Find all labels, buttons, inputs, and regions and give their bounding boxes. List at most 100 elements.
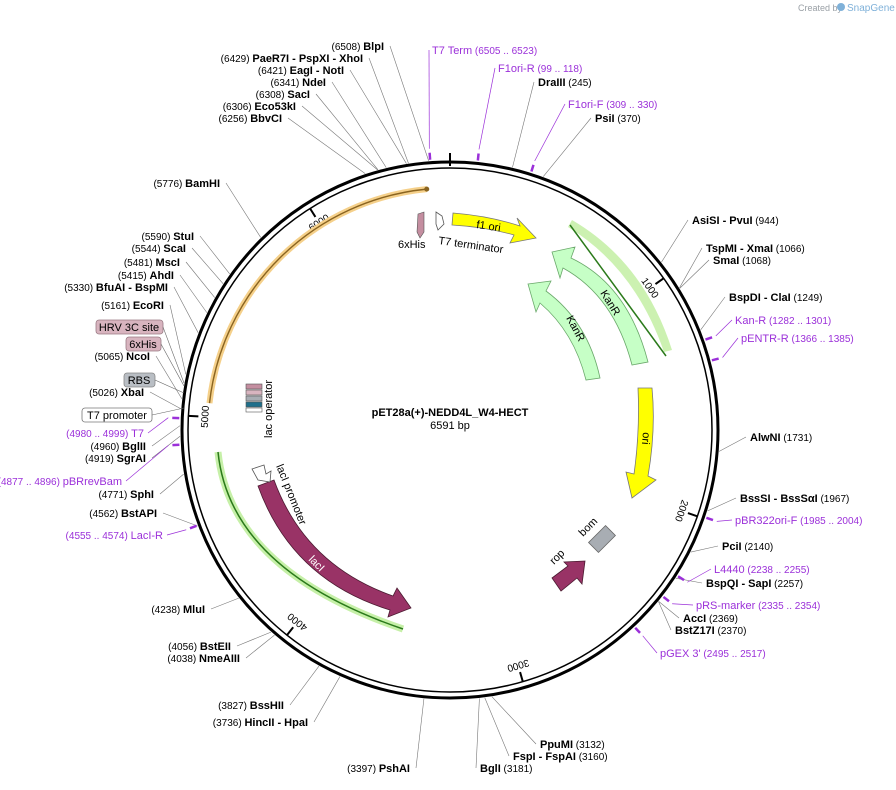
primer-label[interactable]: (4980 .. 4999) T7: [66, 428, 144, 440]
site-name: BamHI: [185, 178, 220, 190]
his-tag-arrow-top[interactable]: [416, 211, 425, 239]
primer-mark[interactable]: [428, 152, 432, 160]
his-tag-leader: [160, 343, 185, 387]
primer-name: L4440: [714, 564, 745, 576]
restriction-site-label[interactable]: (4960) BglII: [90, 441, 146, 453]
restriction-site-label[interactable]: (6308) SacI: [256, 89, 310, 101]
primer-label[interactable]: Kan-R (1282 .. 1301): [735, 315, 831, 327]
site-leader: [707, 497, 737, 512]
primer-label[interactable]: (4877 .. 4896) pBRrevBam: [0, 476, 122, 488]
restriction-site-label[interactable]: AsiSI - PvuI (944): [692, 215, 779, 227]
his-tag-box-label: 6xHis: [129, 339, 157, 351]
restriction-site-label[interactable]: (4038) NmeAIII: [167, 653, 240, 665]
restriction-site-label[interactable]: (3397) PshAI: [347, 763, 410, 775]
primer-mark[interactable]: [476, 153, 480, 161]
hrv-3c-leader: [162, 326, 185, 384]
restriction-site-label[interactable]: (5065) NcoI: [94, 351, 150, 363]
restriction-site-label[interactable]: (6256) BbvCI: [219, 113, 282, 125]
restriction-site-label[interactable]: (4919) SgrAI: [85, 453, 146, 465]
restriction-site-label[interactable]: SmaI (1068): [713, 255, 771, 267]
restriction-site-label[interactable]: (5481) MscI: [124, 257, 180, 269]
site-labels: (6508) BlpI(6429) PaeR7I - PspXI - XhoI(…: [64, 41, 849, 775]
site-name: MluI: [183, 604, 205, 616]
restriction-site-label[interactable]: BssSI - BssSαI (1967): [740, 493, 849, 505]
restriction-site-label[interactable]: (5161) EcoRI: [101, 300, 164, 312]
site-leader: [289, 665, 320, 706]
primer-label[interactable]: F1ori-R (99 .. 118): [498, 63, 582, 75]
site-leader: [313, 676, 341, 723]
laci-promoter-arrow[interactable]: [251, 464, 272, 483]
primer-range: (1985 .. 2004): [797, 516, 862, 527]
site-position: (1967): [818, 494, 850, 505]
kanr-arrow-outer[interactable]: [551, 246, 649, 366]
restriction-site-label[interactable]: TspMI - XmaI (1066): [706, 243, 805, 255]
restriction-site-label[interactable]: (5330) BfuAI - BspMI: [64, 282, 168, 294]
restriction-site-label[interactable]: (5544) ScaI: [132, 243, 186, 255]
restriction-site-label[interactable]: (3736) HincII - HpaI: [213, 717, 308, 729]
restriction-site-label[interactable]: PsiI (370): [595, 113, 641, 125]
site-leader: [287, 117, 366, 174]
primer-label[interactable]: pBR322ori-F (1985 .. 2004): [735, 515, 862, 527]
site-leader: [658, 601, 680, 619]
restriction-site-label[interactable]: (4771) SphI: [98, 489, 154, 501]
bom-box[interactable]: [587, 524, 617, 554]
site-position: (3736): [213, 718, 245, 729]
primer-name: pRS-marker: [696, 600, 756, 612]
rop-arrow[interactable]: [551, 560, 586, 592]
insert-orf-line[interactable]: [208, 188, 427, 404]
site-name: AsiSI - PvuI: [692, 215, 753, 227]
tick-mark: [687, 512, 698, 518]
restriction-site-label[interactable]: (5415) AhdI: [118, 270, 174, 282]
site-name: PaeR7I - PspXI - XhoI: [252, 53, 363, 65]
primer-label[interactable]: F1ori-F (309 .. 330): [568, 99, 657, 111]
primer-label[interactable]: T7 Term (6505 .. 6523): [432, 45, 537, 57]
primer-range: (2495 .. 2517): [701, 649, 766, 660]
restriction-site-label[interactable]: (6306) Eco53kI: [223, 101, 296, 113]
restriction-site-label[interactable]: (4562) BstAPI: [89, 508, 157, 520]
primer-label[interactable]: pENTR-R (1366 .. 1385): [741, 333, 854, 345]
primer-name: F1ori-F: [568, 99, 604, 111]
restriction-site-label[interactable]: BspDI - ClaI (1249): [729, 292, 822, 304]
restriction-site-label[interactable]: (6508) BlpI: [332, 41, 384, 53]
restriction-site-label[interactable]: BglI (3181): [480, 763, 532, 775]
restriction-site-label[interactable]: FspI - FspAI (3160): [513, 751, 608, 763]
primer-mark[interactable]: [705, 516, 714, 522]
restriction-site-label[interactable]: (5776) BamHI: [153, 178, 220, 190]
primer-mark[interactable]: [634, 626, 641, 634]
restriction-site-label[interactable]: (3827) BssHII: [218, 700, 284, 712]
restriction-site-label[interactable]: AlwNI (1731): [750, 432, 812, 444]
primer-label[interactable]: L4440 (2238 .. 2255): [714, 564, 810, 576]
restriction-site-label[interactable]: AccI (2369): [683, 613, 738, 625]
ori-arrow[interactable]: [625, 387, 657, 499]
restriction-site-label[interactable]: (5026) XbaI: [89, 387, 144, 399]
kanr-arrow-inner[interactable]: [527, 280, 601, 381]
restriction-site-label[interactable]: (4238) MluI: [151, 604, 205, 616]
restriction-site-label[interactable]: BspQI - SapI (2257): [706, 578, 803, 590]
restriction-site-label[interactable]: PpuMI (3132): [540, 739, 605, 751]
f1-ori-arrow[interactable]: [451, 212, 537, 244]
primer-leader: [534, 103, 566, 162]
laci-arrow[interactable]: [257, 479, 412, 618]
primer-mark[interactable]: [189, 524, 197, 530]
restriction-site-label[interactable]: PciI (2140): [722, 541, 773, 553]
primer-mark[interactable]: [677, 575, 685, 582]
restriction-site-label[interactable]: (6341) NdeI: [270, 77, 326, 89]
t7-terminator-arrow[interactable]: [435, 211, 445, 231]
cassette-promoter-block: [245, 407, 263, 413]
primer-label[interactable]: pGEX 3' (2495 .. 2517): [660, 648, 766, 660]
restriction-site-label[interactable]: BstZ17I (2370): [675, 625, 746, 637]
restriction-site-label[interactable]: (6421) EagI - NotI: [258, 65, 344, 77]
primer-mark[interactable]: [662, 595, 670, 603]
primer-label[interactable]: pRS-marker (2335 .. 2354): [696, 600, 820, 612]
primer-label[interactable]: (4555 .. 4574) LacI-R: [66, 530, 164, 542]
tick-label: 3000: [505, 656, 530, 673]
tick-label: 2000: [672, 498, 690, 523]
primer-mark[interactable]: [705, 336, 713, 341]
primer-mark[interactable]: [711, 357, 719, 362]
primer-mark[interactable]: [530, 164, 535, 172]
restriction-site-label[interactable]: DraIII (245): [538, 77, 592, 89]
restriction-site-label[interactable]: (4056) BstEII: [168, 641, 231, 653]
restriction-site-label[interactable]: (6429) PaeR7I - PspXI - XhoI: [221, 53, 363, 65]
site-position: (6421): [258, 66, 290, 77]
restriction-site-label[interactable]: (5590) StuI: [142, 231, 194, 243]
